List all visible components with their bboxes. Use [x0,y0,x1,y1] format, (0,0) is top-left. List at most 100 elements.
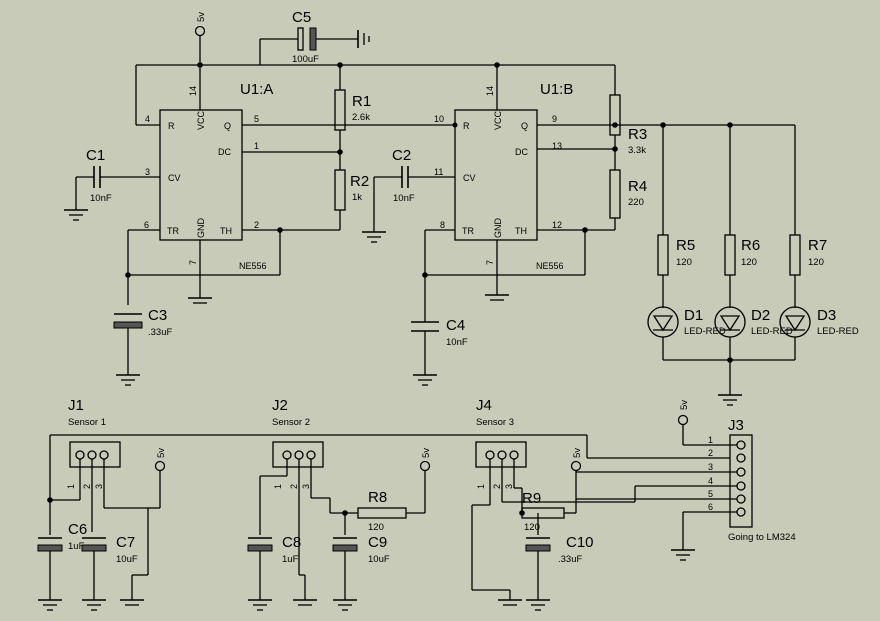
resistor-r3: R3 3.3k [609,94,647,170]
svg-text:120: 120 [524,522,540,533]
svg-text:9: 9 [552,114,557,124]
svg-text:J3: J3 [728,417,744,434]
svg-text:5v: 5v [572,448,583,458]
svg-text:R7: R7 [808,237,827,254]
capacitor-c6: C6 1uF [37,521,87,611]
power-5v-top: 5v [194,12,207,65]
svg-text:C10: C10 [566,534,594,551]
led-d2: D2 LED-RED [714,306,793,395]
svg-text:1k: 1k [352,192,362,203]
svg-text:2: 2 [492,484,502,489]
ic-u1a: U1:A NE556 R VCC Q DC CV TR GND TH 4 14 … [144,81,273,271]
connector-j2: J2 Sensor 2 1 2 3 [272,397,324,489]
svg-text:5: 5 [254,114,259,124]
svg-text:14: 14 [188,86,198,96]
svg-text:C4: C4 [446,317,465,334]
svg-text:R: R [168,121,175,131]
svg-text:8: 8 [440,220,445,230]
svg-text:TR: TR [462,226,474,236]
svg-text:1uF: 1uF [282,554,299,565]
svg-text:120: 120 [808,257,824,268]
svg-text:C1: C1 [86,147,105,164]
svg-text:DC: DC [515,147,528,157]
svg-text:5v: 5v [421,448,432,458]
svg-text:6: 6 [144,220,149,230]
resistor-r7: R7 120 [789,234,827,308]
svg-text:10nF: 10nF [90,193,112,204]
svg-text:D2: D2 [751,307,770,324]
svg-text:VCC: VCC [493,110,503,130]
svg-text:Sensor 2: Sensor 2 [272,417,310,428]
svg-text:GND: GND [196,218,206,239]
svg-text:100uF: 100uF [292,54,319,65]
svg-text:C2: C2 [392,147,411,164]
svg-text:4: 4 [708,476,713,486]
capacitor-c9: C9 10uF [332,534,390,611]
resistor-r6: R6 120 [724,234,760,308]
svg-text:J1: J1 [68,397,84,414]
svg-text:1uF: 1uF [68,541,85,552]
svg-text:.33uF: .33uF [558,554,582,565]
svg-text:CV: CV [168,173,181,183]
svg-text:3: 3 [145,167,150,177]
svg-text:TR: TR [167,226,179,236]
svg-text:C6: C6 [68,521,87,538]
svg-text:5v: 5v [679,400,690,410]
svg-text:GND: GND [493,218,503,239]
svg-text:5v: 5v [196,12,207,22]
svg-text:3: 3 [708,462,713,472]
svg-text:2: 2 [708,448,713,458]
svg-text:Sensor 1: Sensor 1 [68,417,106,428]
svg-text:10uF: 10uF [116,554,138,565]
svg-text:120: 120 [741,257,757,268]
svg-text:C9: C9 [368,534,387,551]
resistor-r4: R4 220 [609,169,647,230]
svg-text:LED-RED: LED-RED [751,326,793,337]
resistor-r2: R2 1k [334,169,369,230]
led-d3: D3 LED-RED [779,306,859,360]
resistor-r5: R5 120 [657,234,695,308]
svg-text:CV: CV [463,173,476,183]
svg-text:J4: J4 [476,397,492,414]
power-5v-j4: 5v [570,448,583,472]
svg-text:R1: R1 [352,93,371,110]
svg-text:TH: TH [515,226,527,236]
svg-text:14: 14 [485,86,495,96]
svg-text:R4: R4 [628,178,647,195]
svg-text:C5: C5 [292,9,311,26]
svg-text:5: 5 [708,489,713,499]
capacitor-c1: C1 10nF [64,147,160,221]
svg-text:2: 2 [289,484,299,489]
svg-text:Sensor 3: Sensor 3 [476,417,514,428]
svg-text:1: 1 [273,484,283,489]
svg-text:120: 120 [676,257,692,268]
svg-text:220: 220 [628,197,644,208]
svg-text:DC: DC [218,147,231,157]
svg-text:10nF: 10nF [393,193,415,204]
svg-text:11: 11 [434,167,443,177]
svg-text:D1: D1 [684,307,703,324]
svg-text:.33uF: .33uF [148,327,172,338]
svg-text:7: 7 [485,260,495,265]
capacitor-c5: C5 100uF [259,9,370,65]
svg-text:3: 3 [301,484,311,489]
svg-text:C8: C8 [282,534,301,551]
svg-text:R9: R9 [522,490,541,507]
svg-text:10uF: 10uF [368,554,390,565]
led-d1: D1 LED-RED [647,306,726,360]
svg-text:120: 120 [368,522,384,533]
connector-j3: J3 1 2 3 4 5 6 Going to LM324 [708,417,796,543]
svg-text:LED-RED: LED-RED [684,326,726,337]
capacitor-c8: C8 1uF [247,534,301,611]
svg-text:LED-RED: LED-RED [817,326,859,337]
capacitor-c4: C4 10nF [411,317,468,386]
resistor-r1: R1 2.6k [334,65,371,170]
svg-text:Going to LM324: Going to LM324 [728,532,796,543]
svg-text:1: 1 [254,141,259,151]
power-5v-j3: 5v [677,400,737,446]
svg-text:NE556: NE556 [239,261,267,271]
svg-text:R2: R2 [350,173,369,190]
capacitor-c7: C7 10uF [81,534,138,611]
svg-text:2: 2 [254,220,259,230]
